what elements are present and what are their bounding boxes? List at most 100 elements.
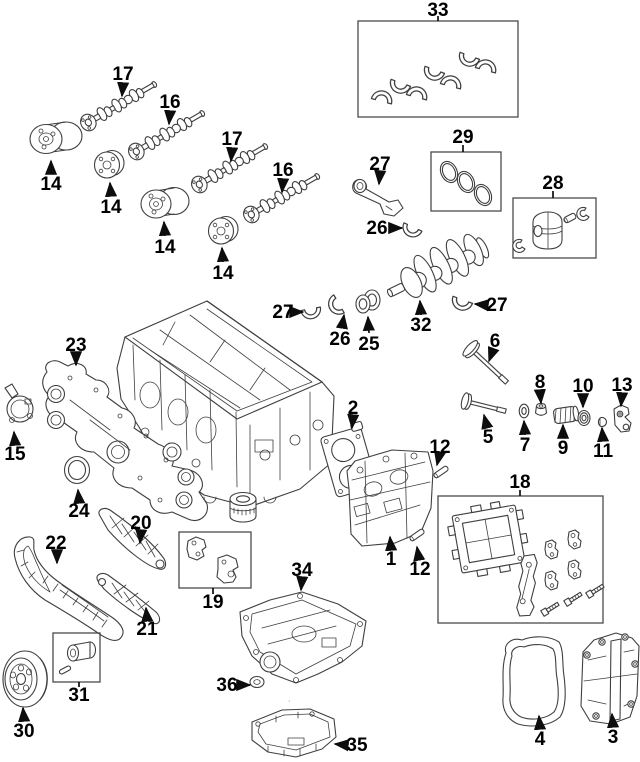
callout-28: 28 bbox=[542, 173, 563, 194]
part-main-bearing-26b bbox=[324, 294, 345, 319]
part-valve-keeper-11 bbox=[597, 416, 608, 428]
callout-26a: 26 bbox=[366, 218, 387, 239]
part-main-bearing-27b bbox=[300, 306, 323, 321]
callout-14b: 14 bbox=[100, 197, 122, 218]
callout-23: 23 bbox=[65, 335, 86, 356]
callout-30: 30 bbox=[13, 721, 34, 742]
part-cylinder-head bbox=[346, 449, 434, 547]
part-valve-spring-9 bbox=[553, 405, 580, 424]
part-thrust-washers-25 bbox=[355, 289, 381, 314]
part-valve-cover-gasket bbox=[502, 636, 566, 727]
part-upper-oil-pan bbox=[239, 591, 367, 684]
callout-7: 7 bbox=[520, 435, 531, 456]
callout-34: 34 bbox=[291, 560, 313, 581]
part-dowel-pin-12a bbox=[433, 465, 449, 479]
group-box-28 bbox=[512, 197, 597, 259]
part-dowel-pin-12b bbox=[409, 528, 425, 542]
part-rocker-arm-13 bbox=[613, 404, 632, 433]
part-valve-cover bbox=[580, 632, 640, 725]
part-piston-ring-set bbox=[439, 160, 493, 207]
callout-12a: 12 bbox=[429, 437, 450, 458]
part-bolt bbox=[585, 582, 606, 599]
callout-19: 19 bbox=[202, 592, 223, 613]
callout-17a: 17 bbox=[112, 64, 133, 85]
part-valve-spring-seat-7 bbox=[518, 403, 530, 419]
callout-26b: 26 bbox=[329, 329, 350, 350]
part-bolt bbox=[563, 590, 584, 607]
callout-15: 15 bbox=[4, 444, 26, 465]
callout-31: 31 bbox=[68, 685, 90, 706]
part-rod-bearing-26a bbox=[399, 222, 423, 241]
part-intake-valve-6 bbox=[462, 340, 509, 385]
part-rocker-clip bbox=[544, 539, 559, 560]
callout-35: 35 bbox=[346, 735, 368, 756]
part-lower-oil-pan bbox=[251, 708, 337, 758]
part-timing-chain bbox=[13, 536, 124, 641]
part-crank-bushing bbox=[58, 641, 97, 675]
callout-29: 29 bbox=[452, 127, 473, 148]
callout-20: 20 bbox=[130, 513, 151, 534]
part-piston-assembly bbox=[512, 206, 590, 253]
group-box-19 bbox=[178, 531, 252, 589]
part-exhaust-valve-5 bbox=[460, 392, 507, 414]
part-cam-sprocket-14c bbox=[140, 186, 190, 219]
part-crank-pulley bbox=[2, 650, 48, 708]
callout-27b: 27 bbox=[272, 302, 293, 323]
part-camshaft-16a bbox=[125, 104, 209, 164]
callout-labels: 33 29 28 27 26 32 26 25 27 27 17 16 17 1… bbox=[4, 0, 632, 756]
callout-21: 21 bbox=[136, 619, 158, 640]
callout-4: 4 bbox=[535, 729, 546, 750]
callout-2: 2 bbox=[348, 398, 359, 419]
callout-22: 22 bbox=[45, 533, 66, 554]
callout-16a: 16 bbox=[159, 92, 180, 113]
part-cam-sprocket-14d bbox=[207, 215, 239, 245]
part-valve-stem-seal-8 bbox=[534, 402, 548, 416]
part-oil-seal bbox=[63, 455, 91, 485]
part-rocker-carrier bbox=[447, 501, 529, 577]
callout-12b: 12 bbox=[409, 559, 430, 580]
part-cam-sprocket-14b bbox=[93, 149, 125, 179]
callout-9: 9 bbox=[558, 438, 569, 459]
leader-lines bbox=[9, 16, 629, 752]
part-timing-cover bbox=[42, 360, 209, 522]
callout-16b: 16 bbox=[272, 160, 293, 181]
part-main-bearing-set bbox=[370, 51, 499, 105]
part-rocker-clip bbox=[567, 559, 582, 580]
callout-33: 33 bbox=[427, 0, 448, 21]
callout-27a: 27 bbox=[369, 154, 390, 175]
callout-11: 11 bbox=[593, 441, 614, 462]
callout-14d: 14 bbox=[212, 263, 234, 284]
callout-3: 3 bbox=[608, 727, 619, 748]
part-chain-tensioner bbox=[186, 536, 239, 584]
group-box-29 bbox=[430, 151, 502, 212]
part-rocker-clip bbox=[544, 570, 559, 591]
callout-27c: 27 bbox=[486, 295, 507, 316]
callout-24: 24 bbox=[68, 501, 90, 522]
part-connecting-rod bbox=[352, 178, 404, 217]
callout-10: 10 bbox=[572, 376, 593, 397]
callout-25: 25 bbox=[358, 334, 380, 355]
part-rocker-clip bbox=[567, 529, 582, 550]
callout-1: 1 bbox=[386, 549, 397, 570]
part-bolt bbox=[540, 600, 561, 617]
group-box-31 bbox=[52, 632, 101, 683]
callout-5: 5 bbox=[483, 427, 494, 448]
part-oil-control-valve bbox=[4, 383, 34, 423]
callout-18: 18 bbox=[509, 472, 530, 493]
callout-13: 13 bbox=[611, 375, 632, 396]
part-oil-filter bbox=[229, 491, 257, 523]
callout-14c: 14 bbox=[154, 237, 176, 258]
part-cam-sprocket-14a bbox=[29, 121, 83, 155]
part-spring-retainer-10 bbox=[577, 409, 591, 427]
part-cam-cap-bracket bbox=[516, 553, 538, 617]
part-crankshaft bbox=[386, 233, 490, 298]
part-oil-strainer bbox=[249, 675, 290, 702]
callout-8: 8 bbox=[535, 372, 546, 393]
part-main-bearing-27c bbox=[448, 295, 474, 314]
callout-36: 36 bbox=[216, 675, 237, 696]
callout-14a: 14 bbox=[40, 174, 62, 195]
callout-6: 6 bbox=[490, 331, 501, 352]
callout-17b: 17 bbox=[221, 129, 242, 150]
